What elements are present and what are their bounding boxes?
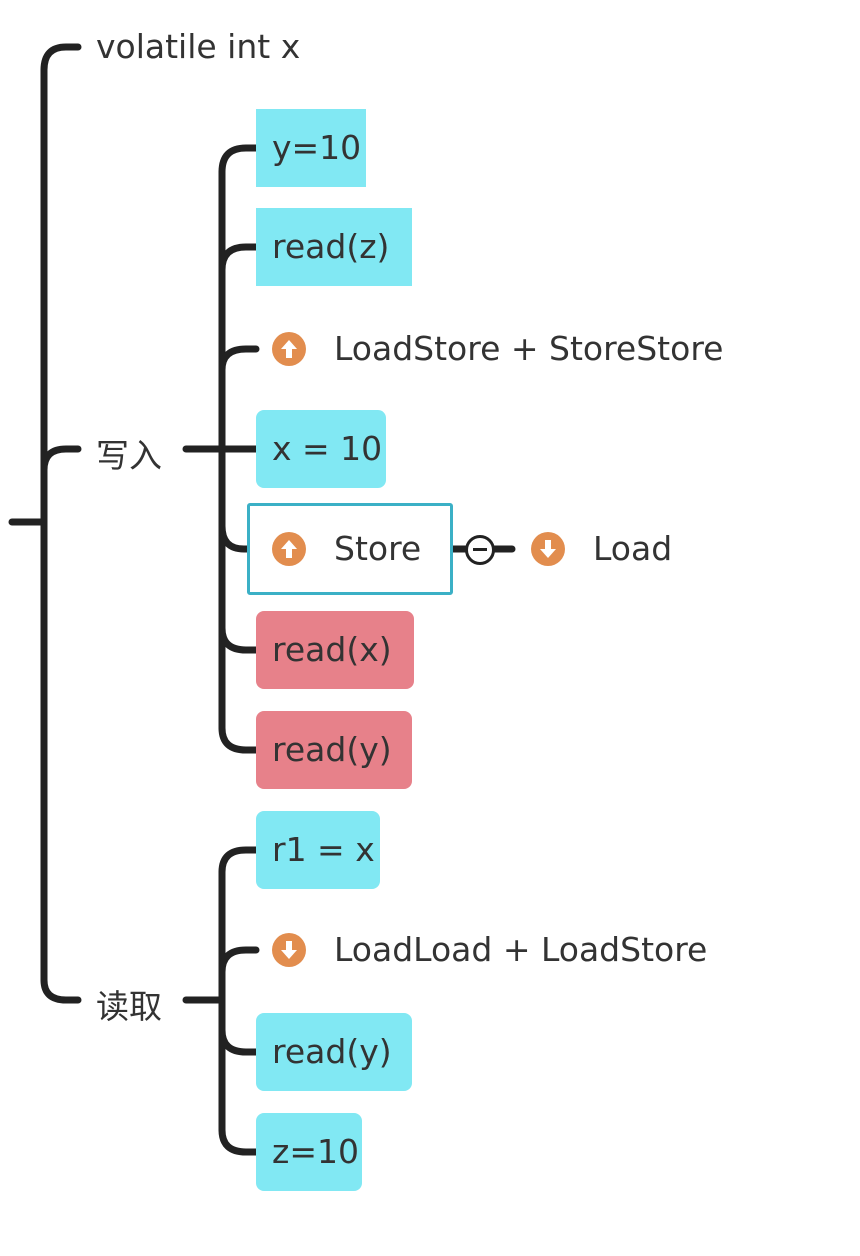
arrow-down-icon (272, 933, 306, 967)
read-node-loadload-loadstore[interactable]: LoadLoad + LoadStore (334, 930, 708, 969)
write-branch-node[interactable]: 写入 (96, 436, 162, 475)
linked-node-load[interactable]: Load (593, 529, 673, 568)
write-node-loadstore-storestore[interactable]: LoadStore + StoreStore (334, 329, 724, 368)
write-node-x10[interactable]: x = 10 (256, 410, 386, 488)
read-node-z10[interactable]: z=10 (256, 1113, 362, 1191)
write-node-read-y[interactable]: read(y) (256, 711, 412, 789)
arrow-up-icon (272, 532, 306, 566)
write-node-y10[interactable]: y=10 (256, 109, 366, 187)
arrow-up-icon (272, 332, 306, 366)
write-node-store[interactable]: Store (334, 529, 422, 568)
root-node[interactable]: volatile int x (96, 27, 301, 66)
read-node-r1-x[interactable]: r1 = x (256, 811, 380, 889)
write-node-read-z[interactable]: read(z) (256, 208, 412, 286)
arrow-down-icon (531, 532, 565, 566)
collapse-toggle-icon[interactable] (465, 535, 495, 565)
read-node-read-y[interactable]: read(y) (256, 1013, 412, 1091)
read-branch-node[interactable]: 读取 (96, 987, 162, 1026)
write-node-read-x[interactable]: read(x) (256, 611, 414, 689)
